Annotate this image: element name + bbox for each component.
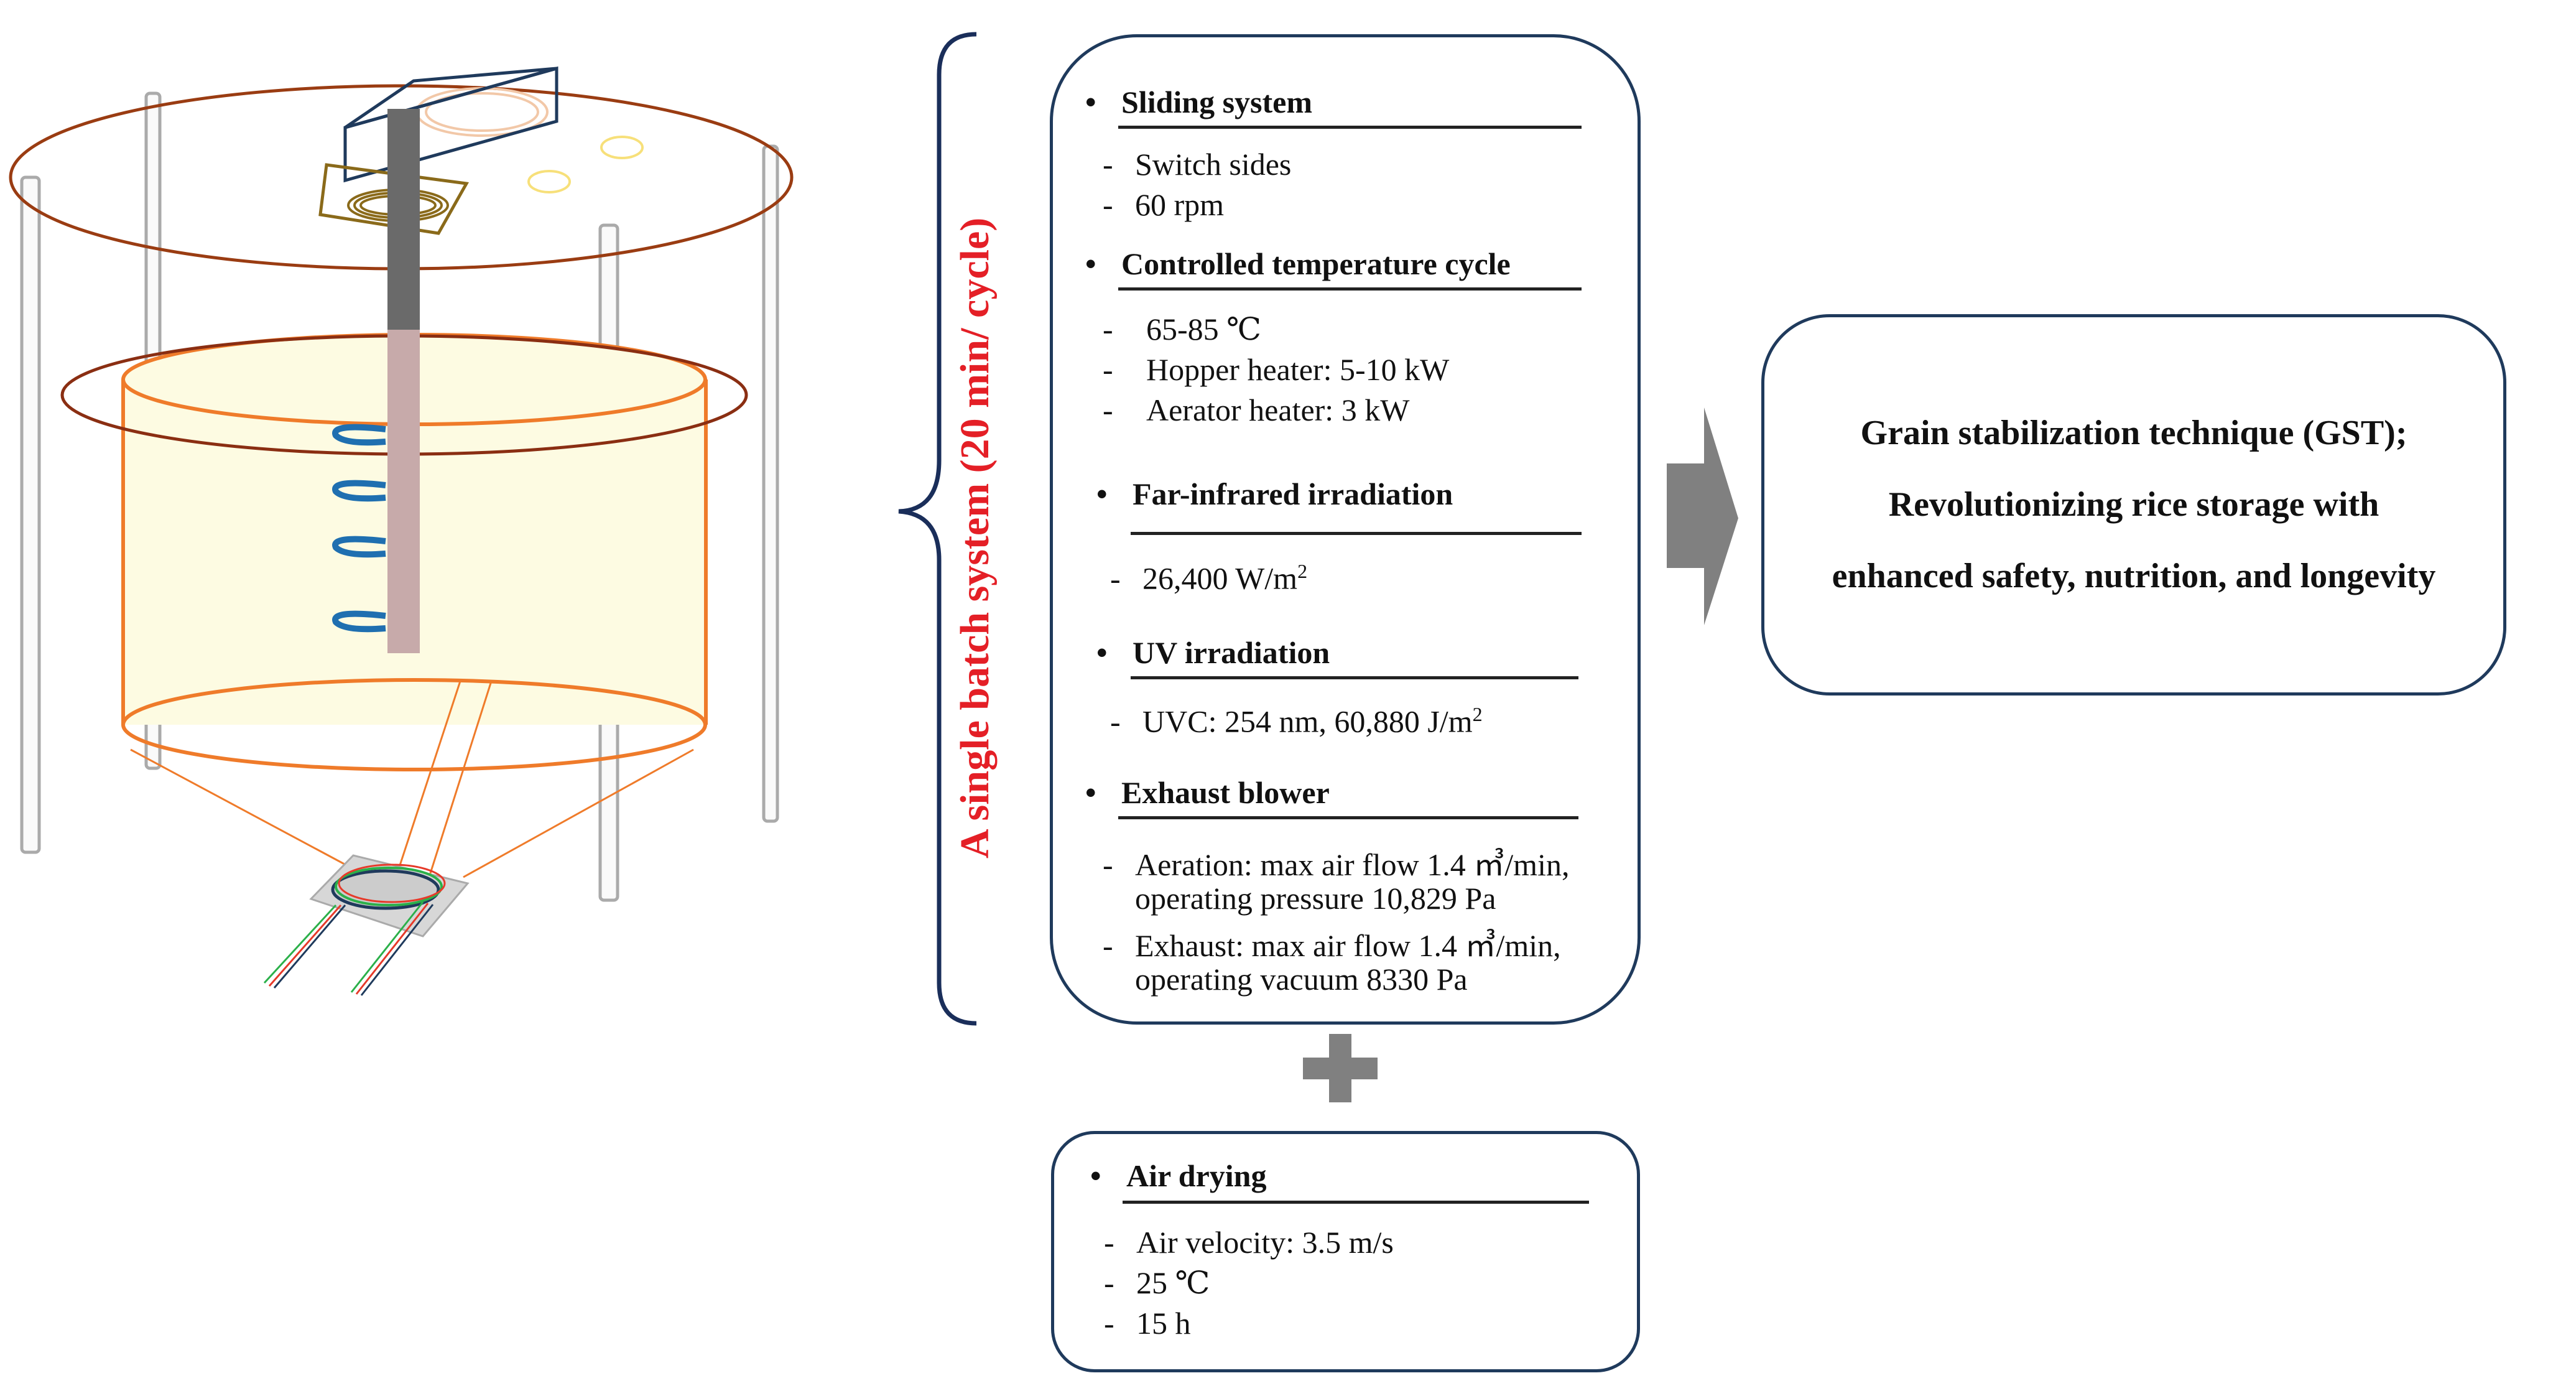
list-item: -Air velocity: 3.5 m/s — [1104, 1225, 1394, 1260]
heading-underline — [1118, 287, 1582, 291]
gst-title: Grain stabilization technique (GST); — [1860, 414, 2407, 452]
bottom-outlet — [263, 854, 470, 996]
sliding-box — [318, 66, 644, 235]
list-item: operating pressure 10,829 Pa — [1135, 881, 1496, 916]
list-item: -Aerator heater: 3 kW — [1103, 393, 1410, 427]
plus-sign — [1303, 1034, 1378, 1102]
temperature-cycle-heading: •Controlled temperature cycle — [1085, 246, 1511, 281]
list-item: -UVC: 254 nm, 60,880 J/m2 — [1110, 703, 1483, 739]
right-arrow — [1667, 407, 1738, 625]
sliding-system-heading: •Sliding system — [1085, 85, 1313, 119]
uv-irradiation-heading: •UV irradiation — [1096, 635, 1330, 670]
far-infrared-heading: •Far-infrared irradiation — [1096, 477, 1453, 511]
curly-brace — [898, 32, 977, 1026]
air-drying-box: •Air drying -Air velocity: 3.5 m/s -25 ℃… — [1051, 1131, 1640, 1372]
list-item: -Hopper heater: 5-10 kW — [1103, 352, 1450, 387]
heading-underline — [1118, 126, 1582, 129]
heading-underline — [1131, 676, 1578, 679]
rotation-arrows — [332, 424, 386, 633]
gst-subtitle-line-1: Revolutionizing rice storage with — [1888, 485, 2379, 524]
shaft-upper — [387, 109, 420, 333]
heading-underline — [1123, 1201, 1589, 1204]
list-item: -60 rpm — [1103, 187, 1225, 222]
list-item: operating vacuum 8330 Pa — [1135, 962, 1468, 997]
air-drying-heading: •Air drying — [1090, 1158, 1267, 1193]
batch-system-label: A single batch system (20 min/ cycle) — [952, 217, 998, 858]
list-item: -Aeration: max air flow 1.4 ㎥/min, — [1103, 847, 1570, 882]
process-parameters-box: •Sliding system -Switch sides -60 rpm •C… — [1050, 34, 1641, 1025]
list-item: -26,400 W/m2 — [1110, 560, 1308, 596]
list-item: -15 h — [1104, 1306, 1191, 1341]
gst-result-box: Grain stabilization technique (GST); Rev… — [1761, 314, 2506, 696]
list-item: -25 ℃ — [1104, 1265, 1210, 1300]
list-item: -65-85 ℃ — [1103, 312, 1262, 347]
funnel-lines — [130, 681, 694, 878]
exhaust-blower-heading: •Exhaust blower — [1085, 775, 1330, 810]
list-item: -Exhaust: max air flow 1.4 ㎥/min, — [1103, 928, 1561, 963]
gst-subtitle-line-2: enhanced safety, nutrition, and longevit… — [1832, 557, 2436, 595]
heading-underline — [1118, 816, 1578, 819]
heading-underline — [1131, 532, 1582, 535]
list-item: -Switch sides — [1103, 147, 1292, 182]
